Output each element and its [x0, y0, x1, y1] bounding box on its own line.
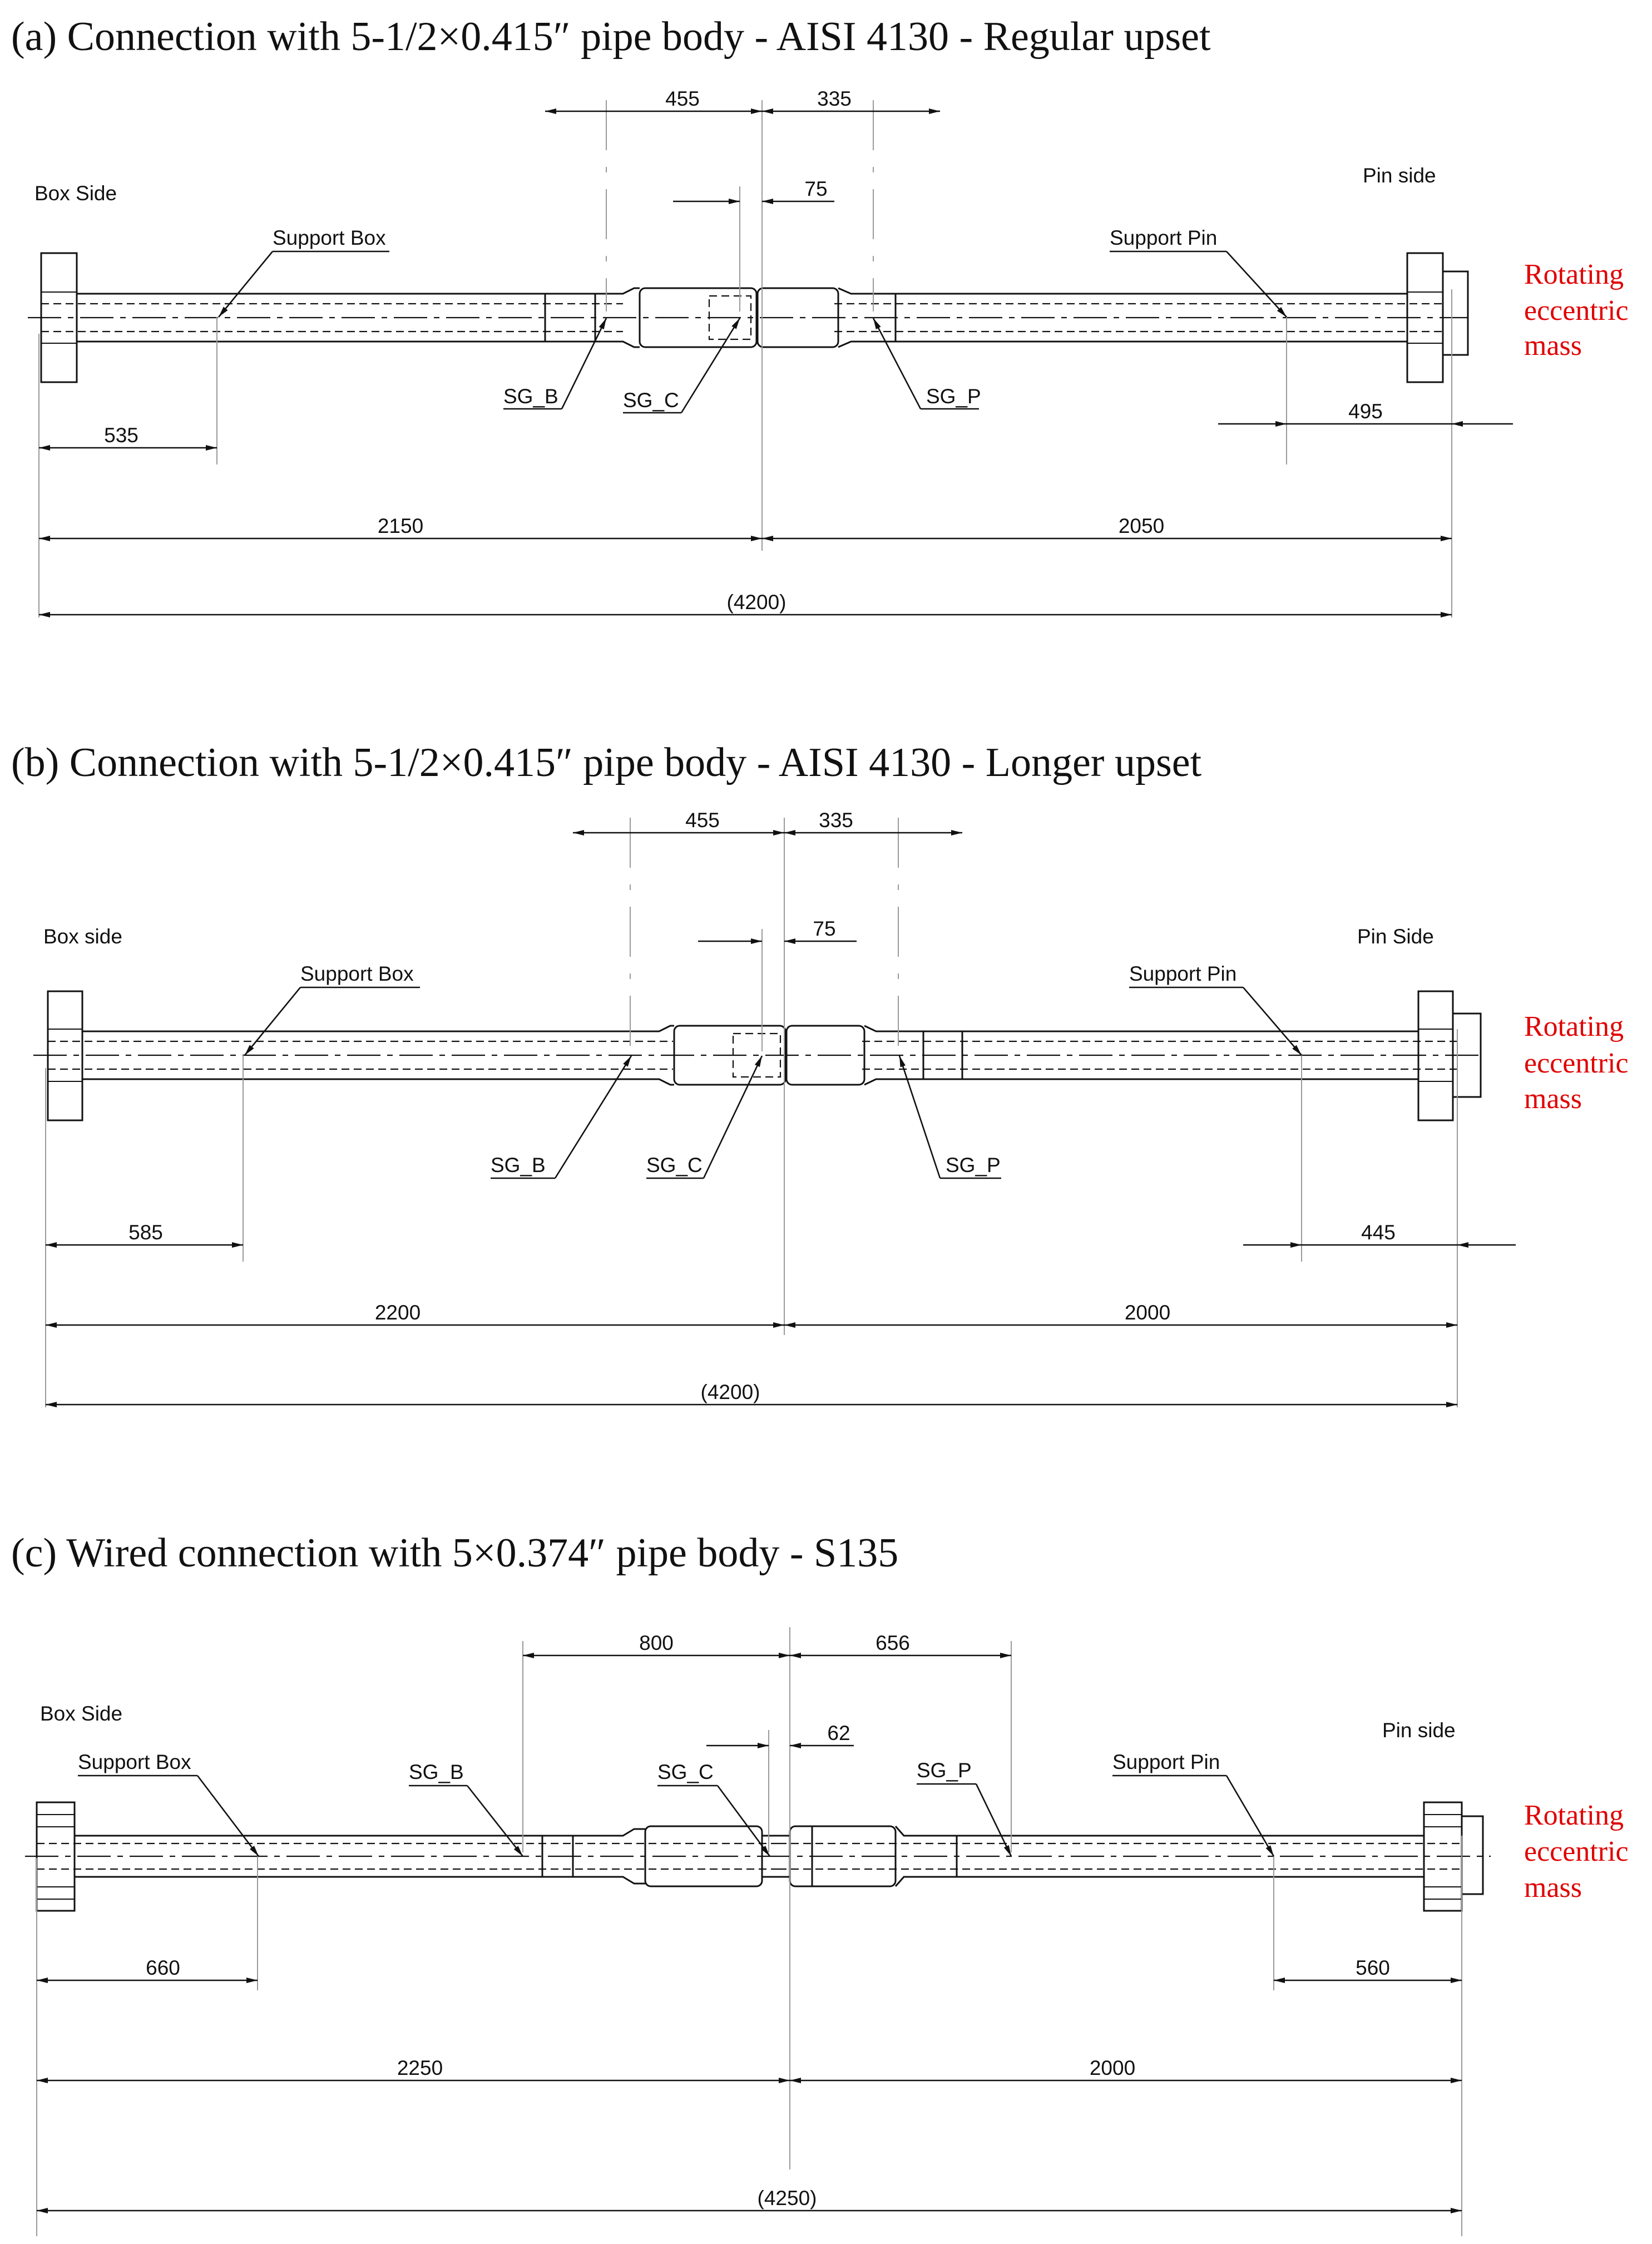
panel-b-dim-mid-label: 75	[813, 917, 835, 940]
panel-a-pin-side-label: Pin side	[1363, 164, 1436, 187]
panel-c-dim-top-left-label: 800	[639, 1632, 674, 1654]
panel-c-dim-half-right-label: 2000	[1090, 2057, 1135, 2079]
panel-a-support-pin-label: Support Pin	[1110, 226, 1217, 249]
panel-b-dim-top-left-label: 455	[685, 809, 720, 832]
panel-b-dim-half-right-label: 2000	[1125, 1301, 1170, 1324]
panel-b-box-side-label: Box side	[43, 925, 122, 948]
panel-a-dim-total-label: (4200)	[727, 591, 787, 614]
panel-b-dim-support-right-label: 445	[1361, 1221, 1396, 1244]
panel-c-title: (c) Wired connection with 5×0.374″ pipe …	[11, 1530, 898, 1576]
panel-a-dim-half-right-label: 2050	[1119, 515, 1164, 537]
panel-b-sg-c-label: SG_C	[646, 1154, 703, 1177]
panel-a-dim-support-right-label: 495	[1348, 400, 1383, 423]
panel-c-dim-top-right-label: 656	[876, 1632, 910, 1654]
panel-a: (a) Connection with 5-1/2×0.415″ pipe bo…	[11, 14, 1629, 617]
panel-a-sg-p-label: SG_P	[926, 385, 981, 408]
panel-a-dim-half-left-label: 2150	[378, 515, 423, 537]
panel-b-dim-top-right-label: 335	[819, 809, 853, 832]
panel-b: (b) Connection with 5-1/2×0.415″ pipe bo…	[11, 740, 1629, 1407]
panel-a-dim-support-left-label: 535	[104, 424, 139, 447]
panel-c-box-side-label: Box Side	[40, 1702, 122, 1725]
panel-b-dim-support-left-label: 585	[128, 1221, 163, 1244]
panel-a-rotating-mass-line1: Rotating	[1524, 259, 1624, 290]
panel-c-support-box-label: Support Box	[78, 1751, 191, 1773]
panel-c-dim-half-left-label: 2250	[397, 2057, 443, 2079]
panel-a-support-box-label: Support Box	[273, 226, 386, 249]
panel-b-pin-side-label: Pin Side	[1357, 925, 1434, 948]
panel-a-rotating-mass-line2: eccentric	[1524, 295, 1629, 327]
panel-c-rotating-mass-line3: mass	[1524, 1872, 1582, 1904]
panel-c-sg-b-label: SG_B	[409, 1761, 464, 1783]
panel-a-dim-top-right-label: 335	[817, 87, 852, 110]
panel-a-rotating-mass-line3: mass	[1524, 330, 1582, 362]
panel-c-sg-c-label: SG_C	[657, 1761, 714, 1783]
panel-b-dim-half-left-label: 2200	[375, 1301, 421, 1324]
panel-a-dim-mid-label: 75	[804, 177, 827, 200]
panel-c-support-pin-label: Support Pin	[1112, 1751, 1220, 1773]
panel-b-dim-total-label: (4200)	[701, 1381, 760, 1403]
panel-c-dim-total-label: (4250)	[758, 2187, 817, 2210]
panel-c: (c) Wired connection with 5×0.374″ pipe …	[11, 1530, 1629, 2236]
panel-b-rotating-mass-line2: eccentric	[1524, 1047, 1629, 1079]
panel-a-box-side-label: Box Side	[34, 182, 117, 205]
panel-c-dim-support-left-label: 660	[146, 1956, 180, 1979]
panel-a-sg-c-label: SG_C	[623, 389, 679, 412]
panel-c-rotating-mass-line1: Rotating	[1524, 1800, 1624, 1831]
panel-b-support-pin-label: Support Pin	[1129, 962, 1236, 985]
panel-c-pin-side-label: Pin side	[1382, 1719, 1456, 1742]
panel-b-rotating-mass-line3: mass	[1524, 1083, 1582, 1115]
panel-b-title: (b) Connection with 5-1/2×0.415″ pipe bo…	[11, 740, 1202, 785]
panel-b-test-specimen	[33, 990, 1485, 1121]
panel-c-rotating-mass-line2: eccentric	[1524, 1836, 1629, 1867]
panel-a-title: (a) Connection with 5-1/2×0.415″ pipe bo…	[11, 14, 1211, 60]
panel-b-sg-b-label: SG_B	[491, 1154, 546, 1177]
panel-b-sg-p-label: SG_P	[946, 1154, 1001, 1177]
panel-a-dim-top-left-label: 455	[665, 87, 700, 110]
panel-c-sg-p-label: SG_P	[917, 1759, 972, 1782]
panel-c-dim-support-right-label: 560	[1356, 1956, 1390, 1979]
panel-b-rotating-mass-line1: Rotating	[1524, 1011, 1624, 1042]
panel-a-test-specimen	[28, 252, 1469, 383]
panel-a-sg-b-label: SG_B	[503, 385, 558, 408]
panel-c-dim-mid-label: 62	[827, 1722, 850, 1744]
panel-c-test-specimen	[25, 1801, 1491, 1912]
panel-b-support-box-label: Support Box	[300, 962, 414, 985]
